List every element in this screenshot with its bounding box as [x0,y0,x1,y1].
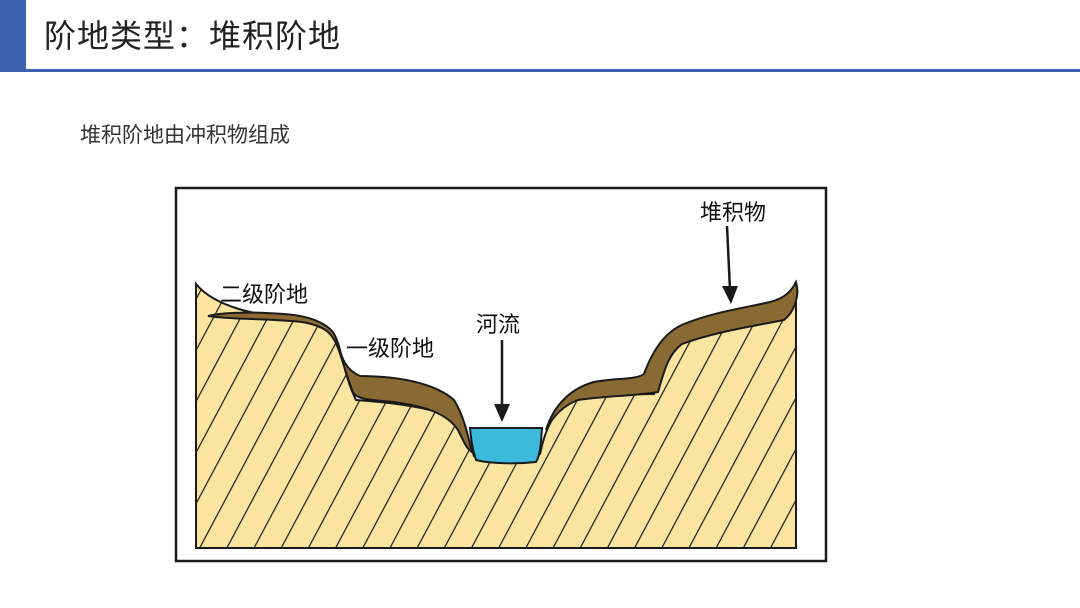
alluvium-left [207,311,474,455]
deposit-arrow [722,225,738,304]
river-water [468,427,544,465]
river-arrow [494,340,510,422]
label-terrace-1: 一级阶地 [346,337,434,362]
label-deposit: 堆积物 [700,201,766,226]
alluvium-right [545,279,799,431]
title-underline [26,69,1080,72]
slide-subtitle: 堆积阶地由冲积物组成 [80,123,290,147]
label-terrace-2: 二级阶地 [220,283,308,308]
terrace-diagram: 二级阶地 一级阶地 河流 堆积物 [174,186,828,563]
label-river: 河流 [476,313,520,338]
title-accent-bar [0,0,26,72]
page-title: 阶地类型：堆积阶地 [44,17,342,55]
